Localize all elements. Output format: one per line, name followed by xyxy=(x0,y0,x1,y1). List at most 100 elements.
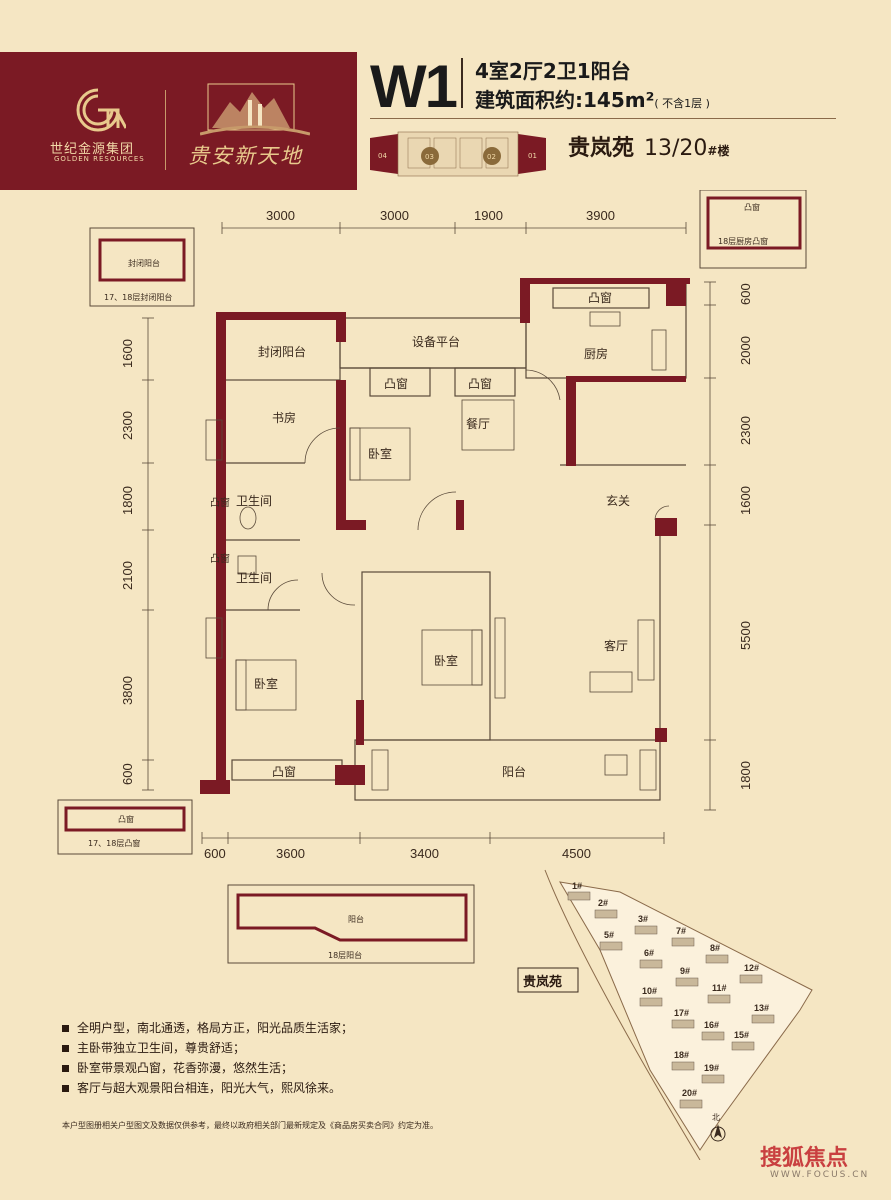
feature-item: 卧室带景观凸窗，花香弥漫，悠然生活； xyxy=(62,1058,353,1078)
dim-left-6: 600 xyxy=(120,763,135,785)
dim-left-1: 1600 xyxy=(120,339,135,368)
site-building-16: 16# xyxy=(704,1020,719,1030)
north-label: 北 xyxy=(712,1113,720,1122)
inset-kitchen-window: 凸窗 18层厨房凸窗 xyxy=(699,190,807,269)
header-rule xyxy=(370,118,836,119)
interior-walls xyxy=(221,281,687,801)
site-building-10: 10# xyxy=(642,986,657,996)
inset-18f-balcony-title: 阳台 xyxy=(348,914,364,924)
room-bay-window-bedroom: 凸窗 xyxy=(384,377,408,391)
dim-left-2: 2300 xyxy=(120,411,135,440)
dim-top-3: 1900 xyxy=(474,208,503,223)
feature-item: 客厅与超大观景阳台相连，阳光大气，熙风徐来。 xyxy=(62,1078,353,1098)
focus-watermark: 搜狐焦点 xyxy=(760,1146,849,1171)
key-label-02: 02 xyxy=(487,153,496,161)
room-bay-window-sw: 凸窗 xyxy=(272,765,296,779)
dim-right-6: 1800 xyxy=(738,761,753,790)
room-dining: 餐厅 xyxy=(466,416,490,431)
site-building-2: 2# xyxy=(598,898,608,908)
golden-resources-logo-icon xyxy=(76,88,126,132)
key-label-03: 03 xyxy=(425,153,434,161)
door-swings xyxy=(267,369,670,611)
dim-right-2: 2000 xyxy=(738,336,753,365)
project-name: 贵安新天地 xyxy=(188,144,303,168)
site-plan: 1# 2# 3# 5# 7# 6# 8# 9# 12# 10# 11# 17# … xyxy=(517,869,813,1160)
feature-list: 全明户型，南北通透，格局方正，阳光品质生活家； 主卧带独立卫生间，尊贵舒适； 卧… xyxy=(62,1018,353,1098)
dim-right-4: 1600 xyxy=(738,486,753,515)
inset-bay-window-title: 凸窗 xyxy=(118,814,134,824)
dim-left-4: 2100 xyxy=(120,561,135,590)
room-bath1-window: 凸窗 xyxy=(210,496,230,509)
unit-code: W1 xyxy=(370,53,458,120)
key-label-04: 04 xyxy=(378,152,387,160)
room-bedroom-sw: 卧室 xyxy=(254,676,278,691)
dim-bottom-1: 600 xyxy=(204,846,226,861)
brand-divider xyxy=(165,90,166,170)
key-label-01: 01 xyxy=(528,152,537,160)
site-building-5: 5# xyxy=(604,930,614,940)
room-kitchen-bay-window: 凸窗 xyxy=(588,291,612,305)
site-building-12: 12# xyxy=(744,963,759,973)
feature-item: 全明户型，南北通透，格局方正，阳光品质生活家； xyxy=(62,1018,353,1038)
bullet-icon xyxy=(62,1065,69,1072)
group-name-en: GOLDEN RESOURCES xyxy=(54,155,145,163)
dim-left-3: 1800 xyxy=(120,486,135,515)
unit-area-label: 建筑面积约:145m² xyxy=(475,88,655,112)
unit-layout: 4室2厅2卫1阳台 xyxy=(475,59,631,83)
inset-18f-balcony-caption: 18层阳台 xyxy=(328,950,362,960)
inset-kitchen-window-caption: 18层厨房凸窗 xyxy=(718,236,768,246)
group-name: 世纪金源集团 xyxy=(50,142,135,157)
room-balcony: 阳台 xyxy=(502,764,526,779)
inset-closed-balcony: 封闭阳台 17、18层封闭阳台 xyxy=(89,227,195,307)
exterior-walls xyxy=(200,278,690,794)
room-bathroom-2: 卫生间 xyxy=(236,571,272,585)
inset-closed-balcony-caption: 17、18层封闭阳台 xyxy=(104,292,172,302)
dim-top-1: 3000 xyxy=(266,208,295,223)
room-bath2-window: 凸窗 xyxy=(210,552,230,565)
site-building-19: 19# xyxy=(704,1063,719,1073)
site-building-17: 17# xyxy=(674,1008,689,1018)
disclaimer: 本户型图册相关户型图文及数据仅供参考，最终以政府相关部门最新规定及《商品房买卖合… xyxy=(62,1121,438,1130)
focus-watermark-url: WWW.FOCUS.CN xyxy=(770,1170,870,1180)
site-building-1: 1# xyxy=(572,881,582,891)
bullet-icon xyxy=(62,1025,69,1032)
site-building-11: 11# xyxy=(712,983,727,993)
room-bedroom-top: 卧室 xyxy=(368,446,392,461)
floor-plan: 3000 3000 1900 3900 600 3600 3400 4500 1… xyxy=(57,190,807,964)
dim-top-4: 3900 xyxy=(586,208,615,223)
site-building-20: 20# xyxy=(682,1088,697,1098)
site-building-8: 8# xyxy=(710,943,720,953)
north-arrow-icon xyxy=(710,1124,726,1142)
inset-closed-balcony-title: 封闭阳台 xyxy=(128,258,160,268)
inset-18f-balcony: 阳台 18层阳台 xyxy=(227,884,475,964)
dim-bottom-4: 4500 xyxy=(562,846,591,861)
site-building-18: 18# xyxy=(674,1050,689,1060)
dimension-lines xyxy=(142,222,716,844)
inset-kitchen-window-title: 凸窗 xyxy=(744,202,760,212)
site-label: 贵岚苑 xyxy=(523,974,562,990)
site-building-13: 13# xyxy=(754,1003,769,1013)
room-foyer: 玄关 xyxy=(606,493,630,508)
inset-bay-window-caption: 17、18层凸窗 xyxy=(88,838,140,848)
site-building-9: 9# xyxy=(680,966,690,976)
room-bathroom-1: 卫生间 xyxy=(236,494,272,508)
bullet-icon xyxy=(62,1045,69,1052)
room-enclosed-balcony: 封闭阳台 xyxy=(258,344,306,359)
unit-area: 建筑面积约:145m²( 不含1层 ) xyxy=(475,84,710,113)
unit-separator xyxy=(461,58,463,108)
project-skyline-icon xyxy=(200,83,310,136)
site-building-7: 7# xyxy=(676,926,686,936)
dim-right-3: 2300 xyxy=(738,416,753,445)
inset-bay-window: 凸窗 17、18层凸窗 xyxy=(57,799,193,855)
site-building-15: 15# xyxy=(734,1030,749,1040)
room-kitchen: 厨房 xyxy=(584,346,608,361)
room-living: 客厅 xyxy=(604,638,628,653)
room-equipment-platform: 设备平台 xyxy=(412,334,460,349)
unit-area-note: ( 不含1层 ) xyxy=(654,97,710,110)
room-bay-window-dining: 凸窗 xyxy=(468,377,492,391)
brand-header xyxy=(0,52,357,190)
dim-bottom-2: 3600 xyxy=(276,846,305,861)
room-study: 书房 xyxy=(272,410,296,425)
site-building-6: 6# xyxy=(644,948,654,958)
